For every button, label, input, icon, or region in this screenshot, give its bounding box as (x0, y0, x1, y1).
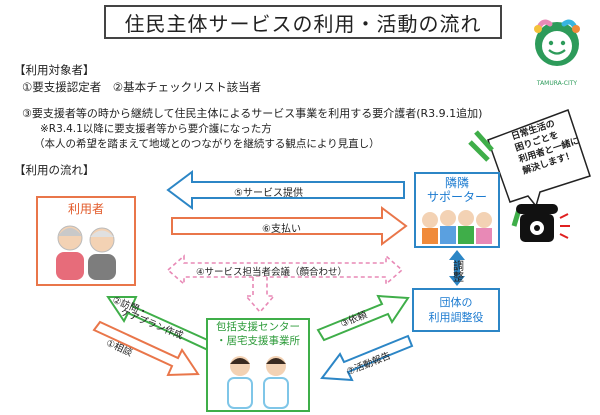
arrow-service-provision (166, 170, 405, 210)
flow-heading: 【利用の流れ】 (14, 163, 95, 177)
center-label-line2: ・居宅支援事業所 (216, 335, 300, 347)
arrow-activity-report (320, 334, 414, 382)
supporter-box-label: 隣隣 サポーター (414, 176, 500, 204)
group-coordinator-box: 団体の 利用調整役 (412, 288, 500, 332)
arrow-request (316, 294, 410, 342)
page-title: 住民主体サービスの利用・活動の流れ (104, 5, 502, 39)
group-label-line2: 利用調整役 (428, 311, 484, 324)
eligibility-note2: （本人の希望を踏まえて地域とのつながりを継続する観点により見直し） (34, 138, 380, 150)
center-label-line1: 包括支援センター (216, 321, 300, 333)
label-meeting: ④サービス担当者会議（顔合わせ） (196, 267, 348, 278)
group-label-line1: 団体の (439, 296, 473, 309)
user-box-label: 利用者 (67, 202, 104, 216)
label-payment: ⑥支払い (262, 224, 301, 235)
eligibility-note1: ※R3.4.1以降に要支援者等から要介護になった方 (40, 123, 272, 135)
supporter-label-line1: 隣隣 (444, 176, 469, 190)
arrow-payment (171, 206, 408, 246)
staff-icon (227, 356, 289, 409)
supporters-group-icon (422, 210, 492, 244)
supporter-label-line2: サポーター (426, 190, 487, 204)
label-service-provision: ⑤サービス提供 (234, 188, 303, 199)
callout-bubble (487, 109, 591, 208)
accent-lines-icon (468, 130, 533, 228)
eligibility-heading: 【利用対象者】 (14, 63, 95, 77)
coordination-label: 調整 (451, 260, 465, 282)
arrow-coordination (449, 250, 465, 286)
user-box (36, 196, 136, 286)
arrow-meeting (166, 254, 404, 286)
telephone-icon (516, 204, 570, 242)
city-logo-icon (534, 19, 580, 66)
support-center-label: 包括支援センター ・居宅支援事業所 (206, 320, 310, 348)
elderly-couple-icon (56, 225, 116, 280)
support-center-box (206, 318, 310, 412)
arrow-visit-careplan (106, 296, 214, 352)
arrow-consultation (92, 320, 200, 377)
logo-text: TAMURA-CITY (536, 80, 578, 87)
arrow-meeting-down (244, 277, 276, 314)
eligibility-line1: ①要支援認定者 ②基本チェックリスト該当者 (22, 80, 262, 94)
eligibility-line3: ③要支援者等の時から継続して住民主体によるサービス事業を利用する要介護者(R3.… (22, 107, 483, 120)
page-title-text: 住民主体サービスの利用・活動の流れ (124, 11, 482, 36)
